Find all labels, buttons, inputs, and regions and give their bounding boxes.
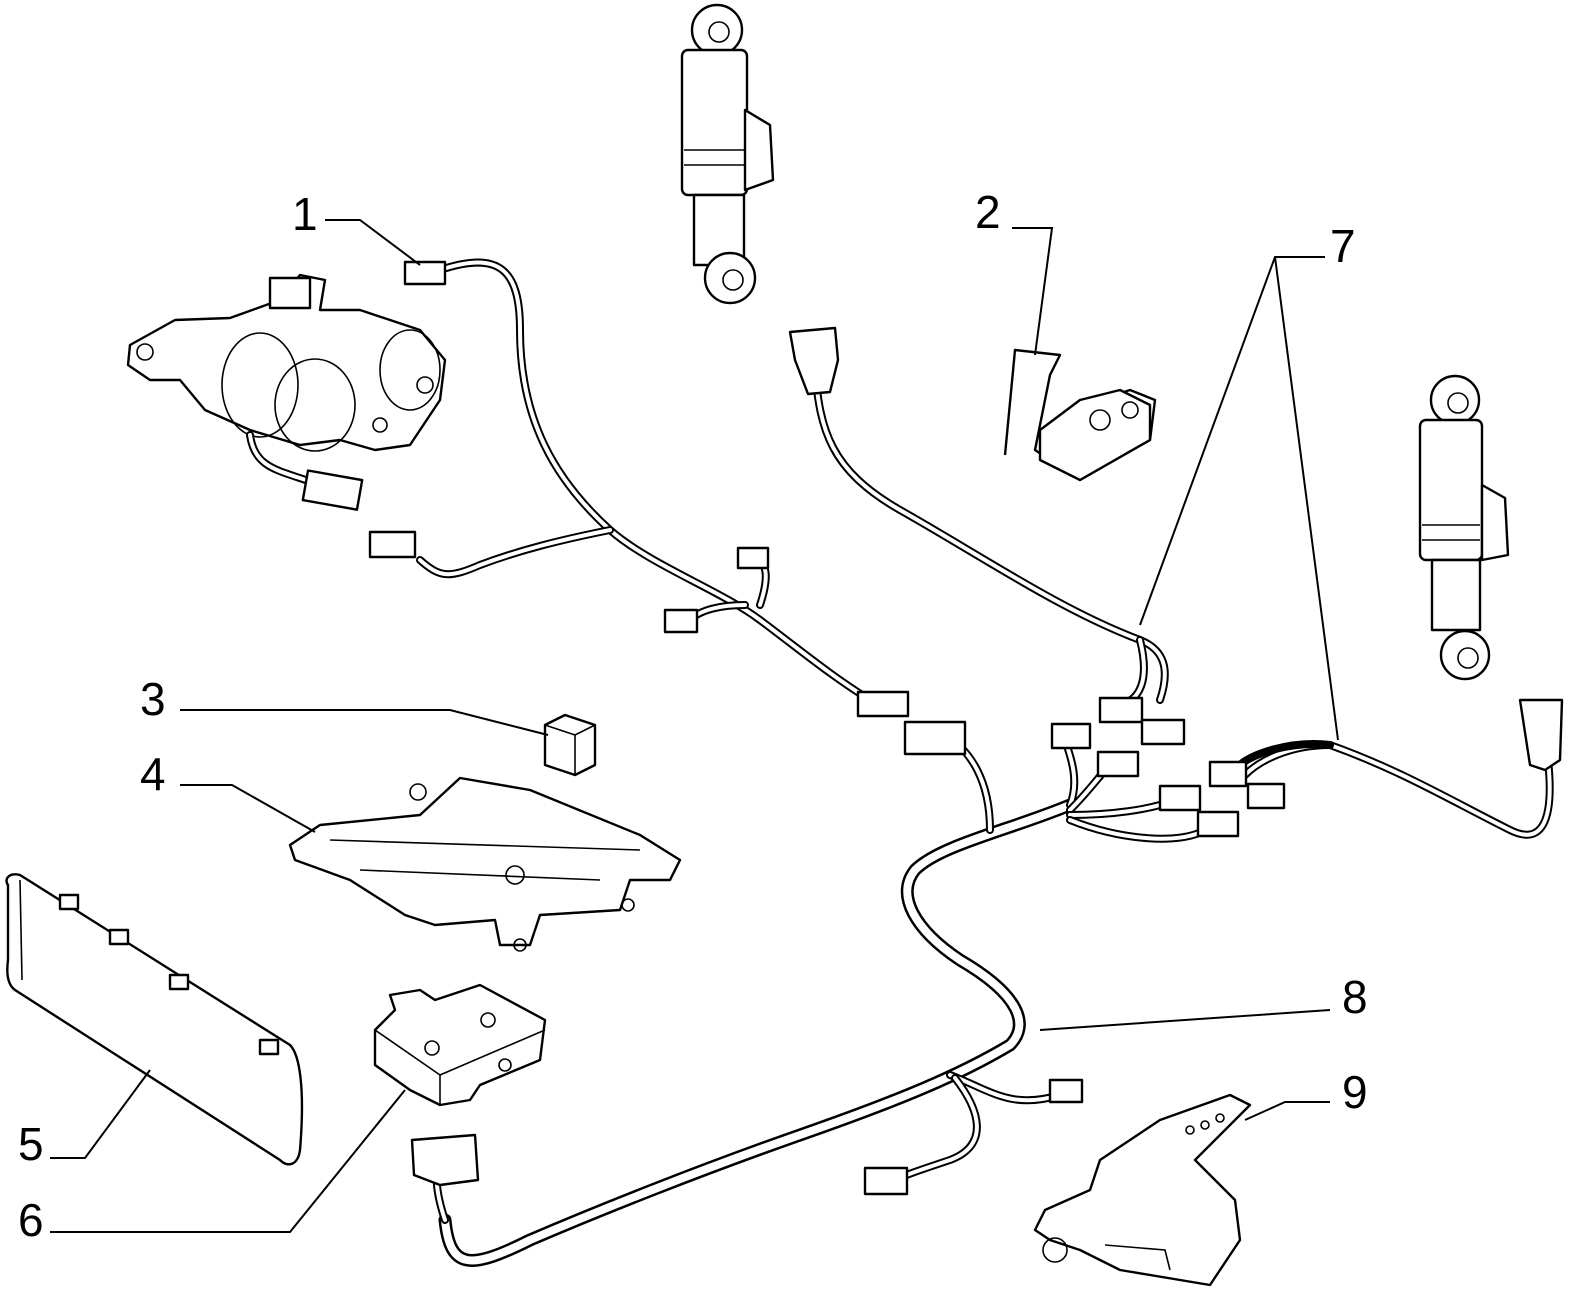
mounting-bracket — [1003, 348, 1157, 482]
callout-labels: 1 2 3 4 5 6 7 8 9 — [18, 186, 1368, 1246]
connector — [663, 608, 699, 634]
hydraulic-pump-motor — [126, 273, 447, 511]
callout-3: 3 — [140, 673, 166, 725]
callout-9: 9 — [1342, 1066, 1368, 1118]
leader-lines — [50, 219, 1339, 1233]
connector — [736, 546, 770, 570]
connector — [368, 530, 417, 559]
connector — [856, 690, 910, 718]
callout-1: 1 — [292, 188, 318, 240]
callout-7: 7 — [1330, 220, 1356, 272]
callout-6: 6 — [18, 1194, 44, 1246]
callout-8: 8 — [1342, 971, 1368, 1023]
callout-4: 4 — [140, 748, 166, 800]
callout-5: 5 — [18, 1118, 44, 1170]
main-wiring-harness — [410, 720, 1240, 1267]
shock-absorber-right — [1418, 374, 1510, 681]
cover-panel — [5, 873, 304, 1166]
wiring-harness-rear — [788, 326, 1564, 839]
connector-holder — [1033, 1093, 1252, 1287]
control-unit — [373, 983, 547, 1107]
callout-2: 2 — [975, 186, 1001, 238]
connector — [403, 260, 447, 286]
wiring-harness-upper — [368, 258, 910, 718]
support-plate — [288, 776, 682, 952]
relay — [543, 713, 597, 777]
shock-absorber-left — [680, 3, 775, 305]
